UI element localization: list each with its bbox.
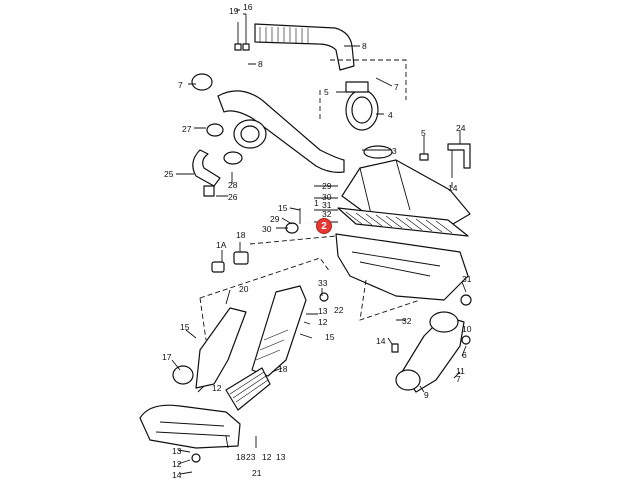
bracket-part[interactable] [447,143,471,178]
intake-scoop-part[interactable] [139,404,241,449]
nut-13-part[interactable] [191,453,201,463]
label-13a: 13 [318,306,328,316]
label-15a: 15 [278,203,288,213]
label-15c: 15 [325,332,335,342]
label-8a: 8 [362,41,367,51]
label-7c: 7 [456,374,461,384]
label-30a: 30 [322,192,332,202]
air-mass-meter-part[interactable] [345,81,379,131]
label-12c: 12 [172,459,182,469]
label-1: 1 [314,198,319,208]
label-14b: 14 [376,336,386,346]
label-9: 9 [424,390,429,400]
label-3: 3 [392,146,397,156]
label-14a: 14 [448,183,458,193]
label-12b: 12 [212,383,222,393]
group-leader-lines-top [319,59,407,120]
gasket-part[interactable] [363,145,393,159]
label-5a: 5 [324,87,329,97]
label-8b: 8 [258,59,263,69]
label-6: 6 [462,350,467,360]
label-32a: 32 [322,209,332,219]
label-14c: 14 [172,470,182,480]
label-15b: 15 [180,322,190,332]
bolt-19-part[interactable] [234,22,242,51]
label-17: 17 [162,352,172,362]
label-12a: 12 [318,317,328,327]
intake-hose-part[interactable] [254,23,355,71]
label-5b: 5 [421,128,426,138]
label-18a: 18 [236,230,246,240]
air-filter-element-part[interactable] [337,207,469,237]
grommet-6-part[interactable] [461,335,471,345]
highlight-callout-2[interactable]: 2 [316,218,332,234]
intake-duct-center-part[interactable] [251,285,307,377]
label-25: 25 [164,169,174,179]
label-29b: 29 [270,214,280,224]
label-11: 11 [456,366,465,376]
label-30b: 30 [262,224,272,234]
label-13b: 13 [172,446,182,456]
label-18b: 18 [278,364,288,374]
label-29a: 29 [322,181,332,191]
intake-duct-right-part[interactable] [395,311,465,393]
clip-1a-part[interactable] [211,261,225,273]
label-28: 28 [228,180,238,190]
label-7b: 7 [394,82,399,92]
nut-12-part[interactable] [391,343,399,353]
label-32b: 32 [402,316,412,326]
label-18c: 18 [236,452,246,462]
label-7a: 7 [178,80,183,90]
label-33: 33 [318,278,328,288]
label-31b: 31 [462,274,472,284]
label-26: 26 [228,192,238,202]
intake-pipe-part[interactable] [191,73,345,173]
intake-duct-left-part[interactable] [172,307,247,389]
label-13c: 13 [276,452,286,462]
label-20: 20 [239,284,249,294]
label-23: 23 [246,452,256,462]
label-27: 27 [182,124,192,134]
bolt-16-part[interactable] [242,14,250,51]
air-filter-housing-lower-part[interactable] [335,233,469,301]
group-leader-lines-mid [249,235,421,321]
clip-18-part[interactable] [233,251,249,265]
bolt-5-part[interactable] [419,140,429,161]
label-22: 22 [334,305,344,315]
label-24: 24 [456,123,466,133]
label-12d: 12 [262,452,272,462]
nut-33-part[interactable] [319,292,329,302]
breather-hose-part[interactable] [192,149,243,197]
label-16: 16 [243,2,253,12]
label-19: 19 [229,6,239,16]
label-4: 4 [388,110,393,120]
label-1a: 1A [216,240,227,250]
label-31a: 31 [322,200,332,210]
screw-15-part[interactable] [285,208,301,234]
group-leader-lines [199,257,331,341]
corrugated-hose-part[interactable] [225,367,271,411]
grommet-7-part[interactable] [460,294,472,306]
label-21: 21 [252,468,262,478]
label-10: 10 [462,324,472,334]
